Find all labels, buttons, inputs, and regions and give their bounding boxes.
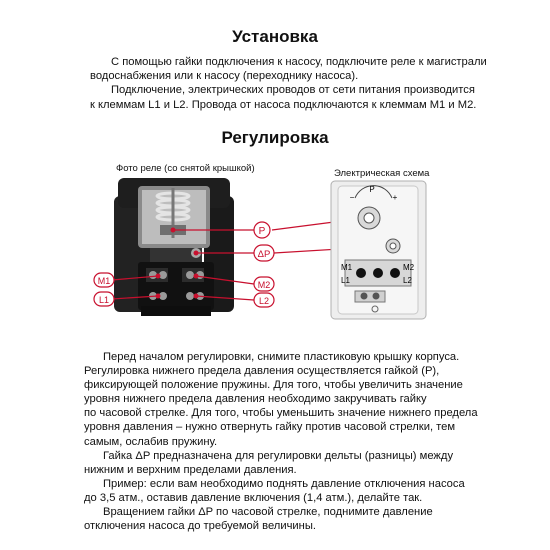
caption-scheme: Электрическая схема (334, 168, 430, 179)
callout-label-p: P (259, 226, 266, 237)
adjust-line: самым, ослабив пружину. (84, 435, 218, 448)
callout-line-l2 (195, 295, 255, 301)
callout-badge-l1: L1 (93, 291, 115, 307)
adjust-line: уровня нижнего предела давления необходи… (84, 393, 427, 406)
callout-label-m2: M2 (258, 280, 271, 290)
adjust-line: Регулировка нижнего предела давления осу… (84, 365, 440, 378)
adjust-line: Вращением гайки ΔP по часовой стрелке, п… (103, 506, 433, 519)
section-title-adjust: Регулировка (221, 128, 329, 147)
adjust-line: отключения насоса до требуемой величины. (84, 520, 316, 533)
scheme-label-plus: + (393, 193, 398, 202)
callout-label-dp: ΔP (258, 249, 271, 260)
callout-label-l2: L2 (259, 296, 269, 306)
callout-line-m1 (111, 275, 159, 281)
callout-badge-dp: ΔP (253, 244, 275, 262)
scheme-label-l1: L1 (341, 276, 350, 285)
adjust-line: Гайка ΔP предназначена для регулировки д… (103, 449, 454, 462)
adjust-line: Перед началом регулировки, снимите пласт… (103, 351, 460, 363)
callout-line-l1 (111, 295, 159, 300)
scheme-label-m2: M2 (403, 263, 415, 272)
install-line: С помощью гайки подключения к насосу, по… (111, 56, 487, 68)
adjust-paragraph: Перед началом регулировки, снимите пласт… (0, 350, 550, 533)
install-line: Подключение, электрических проводов от с… (111, 84, 475, 97)
scheme-label-l2: L2 (403, 276, 412, 285)
adjust-line: уровня давления – нужно отвернуть гайку … (84, 421, 456, 434)
callout-label-l1: L1 (99, 295, 109, 305)
install-line: к клеммам L1 и L2. Провода от насоса под… (90, 98, 477, 111)
callout-badge-m2: M2 (253, 276, 275, 292)
adjust-line: по часовой стрелке. Для того, чтобы умен… (84, 407, 478, 420)
caption-photo: Фото реле (со снятой крышкой) (116, 163, 255, 174)
callout-badge-p: P (253, 221, 271, 239)
section-title-install: Установка (232, 27, 318, 46)
scheme-label-minus: − (350, 193, 355, 202)
adjust-line: до 3,5 атм., оставив давление включения … (84, 491, 423, 504)
scheme-label-m1: M1 (341, 263, 353, 272)
install-line: водоснабжения или к насосу (переходнику … (90, 70, 359, 83)
adjust-line: нижним и верхним пределами давления. (84, 463, 297, 476)
callout-label-m1: M1 (98, 276, 111, 286)
relay-photo (114, 178, 234, 316)
electrical-scheme: P − + M1 L1 M2 L2 (330, 180, 427, 320)
install-paragraph: С помощью гайки подключения к насосу, по… (0, 55, 550, 112)
adjust-line: Пример: если вам необходимо поднять давл… (103, 477, 465, 490)
callout-badge-l2: L2 (253, 292, 275, 308)
scheme-label-p: P (369, 185, 374, 194)
adjust-line: фиксирующей положение пружины. Для того,… (84, 379, 463, 392)
callout-line-m2 (195, 275, 255, 285)
callout-badge-m1: M1 (93, 272, 115, 288)
